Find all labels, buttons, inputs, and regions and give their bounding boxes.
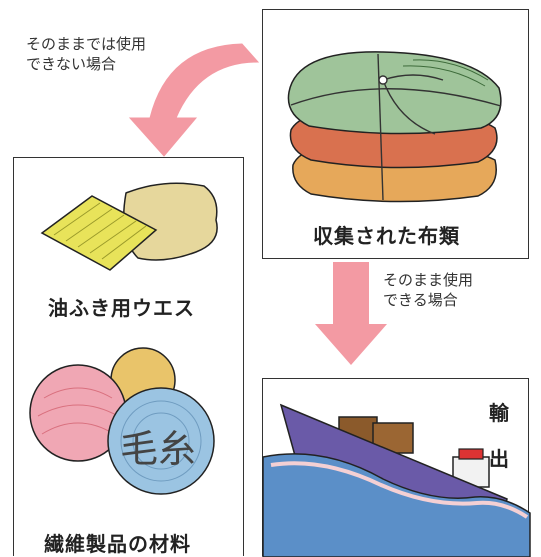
waste-cloth-label: 油ふき用ウエス bbox=[48, 296, 195, 320]
left-curved-arrow bbox=[128, 43, 260, 157]
left-arrow-note: そのままでは使用 できない場合 bbox=[26, 34, 146, 74]
cloth-stack-illustration bbox=[287, 51, 502, 203]
left-arrow-note-line1: そのままでは使用 bbox=[26, 35, 147, 53]
yarn-balls-illustration bbox=[29, 347, 215, 495]
reuse-items-box: 油ふき用ウエス 毛糸 繊維製品の材料 bbox=[13, 157, 244, 556]
right-arrow-note: そのまま使用 できる場合 bbox=[383, 270, 473, 310]
waste-cloth-illustration bbox=[40, 182, 218, 271]
left-arrow-note-line2: できない場合 bbox=[26, 55, 117, 73]
export-box: 輸 出 bbox=[262, 378, 531, 557]
export-label-char1: 輸 bbox=[489, 401, 510, 425]
collected-cloth-label: 収集された布類 bbox=[313, 224, 460, 248]
down-arrow bbox=[315, 262, 387, 365]
cargo-ship-illustration bbox=[262, 403, 531, 557]
yarn-ball-text: 毛糸 bbox=[120, 427, 197, 471]
right-arrow-note-line1: そのまま使用 bbox=[383, 271, 474, 289]
right-arrow-note-line2: できる場合 bbox=[383, 291, 458, 309]
export-label-char2: 出 bbox=[489, 447, 510, 471]
textile-material-label: 繊維製品の材料 bbox=[44, 532, 191, 556]
collected-cloth-box: 収集された布類 bbox=[262, 9, 529, 259]
